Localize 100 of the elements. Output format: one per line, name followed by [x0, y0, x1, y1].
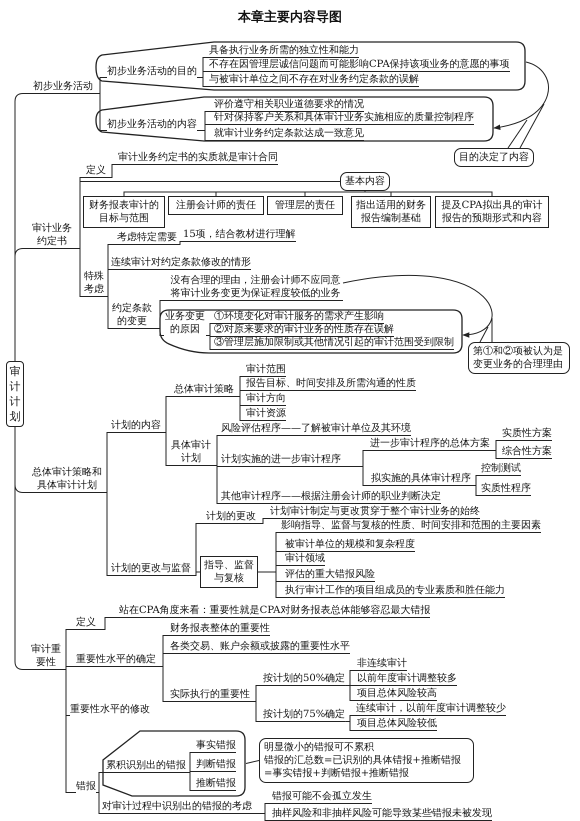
branch-label: 审计业务约定书的实质就是审计合同 [118, 151, 278, 165]
branch-label: 与被审计单位之间不存在对业务约定条款的误解 [209, 73, 419, 87]
branch-line [14, 248, 32, 362]
branch-line [490, 450, 502, 459]
branch-label: 累积识别出的错报 [106, 759, 186, 773]
branch-label: 项目总体风险较高 [357, 687, 437, 701]
branch-label: 拟实施的具体审计程序 [371, 472, 471, 486]
branch-label: 审计方向 [246, 392, 286, 406]
branch-line [258, 572, 286, 598]
branch-line [212, 465, 222, 504]
branch-label: 综合性方案 [502, 445, 552, 459]
branch-label: 就审计业务约定条款达成一致意见 [214, 127, 364, 141]
branch-label: 其他审计程序——根据注册会计师的职业判断决定 [221, 490, 441, 504]
branch-line [14, 426, 32, 670]
branch-line [190, 572, 200, 576]
branch-label: 审计范围 [246, 363, 286, 377]
branch-label: 15项，结合教材进行理解 [183, 228, 296, 242]
branch-label: 推断错报 [196, 777, 236, 791]
branch-line [234, 396, 246, 421]
branch-label: 计划的内容 [111, 419, 161, 433]
branch-label: 针对保持客户关系和具体审计业务实施相应的质量控制程序 [214, 111, 474, 125]
branch-label: 影响指导、监督与复核的性质、时间安排和范围的主要因素 [281, 519, 541, 533]
branch-label: 约定条款的变更 [110, 302, 154, 329]
branch-label: 非连续审计 [357, 657, 407, 671]
branch-line [176, 241, 184, 245]
branch-line [60, 669, 76, 793]
branch-line [252, 813, 272, 821]
callout-box: 第①和②项被认为是变更业务的合理理由 [468, 342, 570, 374]
branch-line [92, 93, 108, 131]
branch-label: 计划审计制定与更改贯穿于整个审计业务的始终 [270, 505, 480, 519]
branch-line [256, 518, 270, 524]
branch-line [160, 432, 170, 466]
branch-label: 执行审计工作的项目组成员的专业素质和胜任能力 [285, 584, 505, 598]
branch-label: 被审计单位的规模和复杂程度 [285, 538, 415, 552]
branch-label: 初步业务活动的目的 [107, 65, 197, 78]
branch-line [96, 772, 106, 793]
branch-label: 站在CPA角度来看：重要性就是CPA对财务报表总体能够容忍最大错报 [119, 604, 430, 618]
branch-label: 定义 [86, 164, 106, 178]
callout-box: 目的决定了内容 [454, 148, 534, 167]
branch-label: 计划的更改与监督 [111, 562, 191, 576]
branch-label: 具备执行业务所需的独立性和能力 [209, 44, 359, 58]
branch-line [250, 701, 264, 722]
content-box: 财务报表审计的目标与范围 [83, 196, 165, 228]
branch-line [196, 77, 210, 87]
branch-label: 初步业务活动 [33, 80, 93, 94]
curved-arrow [342, 274, 493, 337]
branch-label: 按计划的75%确定 [263, 708, 346, 722]
branch-label: 特殊考虑 [83, 270, 105, 297]
branch-line [106, 164, 118, 178]
branch-label: 抽样风险和非抽样风险可能导致某些错报未被发现 [272, 807, 492, 821]
branch-label: 重要性水平的修改 [70, 703, 150, 716]
branch-line [96, 617, 120, 630]
branch-label: ①环境变化对审计服务的需求产生影响 [214, 310, 384, 324]
branch-label: 风险评估程序——了解被审计单位及其环境 [221, 422, 411, 436]
curved-arrow [493, 62, 549, 130]
branch-line [104, 296, 110, 329]
grouping-outline [94, 96, 494, 142]
branch-label: 计划的更改 [206, 510, 256, 524]
note-text: 错报的汇总数=已识别的具体错报+推断错报=事实错报+判断错报+推断错报 [264, 754, 462, 780]
branch-label: 初步业务活动的内容 [107, 118, 197, 131]
branch-label: 错报可能不会孤立发生 [272, 790, 372, 804]
branch-label: 总体审计策略和具体审计计划 [31, 466, 103, 493]
branch-label: 具体审计计划 [170, 439, 212, 466]
branch-label: 评估的重大错报风险 [285, 568, 375, 582]
leader-line [508, 120, 528, 148]
grouping-outline [159, 309, 463, 354]
branch-label: 审计重要性 [31, 643, 61, 670]
branch-label: 实质性方案 [502, 427, 552, 441]
content-box: 指导、监督与复核 [200, 556, 258, 588]
branch-label: 评价遵守相关职业道德要求的情况 [214, 98, 364, 112]
branch-label: 判断错报 [196, 758, 236, 772]
grouping-outline [94, 41, 526, 91]
branch-label: 按计划的50%确定 [263, 672, 346, 686]
branch-label: 审计领域 [285, 552, 325, 566]
note-text: 明显微小的错报可不累积 [264, 741, 375, 754]
branch-label: 连续审计对约定条款修改的情形 [111, 256, 251, 270]
callout-box: 基本内容 [340, 172, 390, 191]
branch-label: 报告目标、时间安排及所需沟通的性质 [246, 377, 416, 391]
branch-label: 重要性水平的确定 [76, 653, 156, 667]
branch-label: 定义 [76, 616, 96, 630]
branch-label: 控制测试 [481, 462, 521, 476]
branch-label: 审计业务约定书 [31, 222, 73, 249]
branch-label: 实质性程序 [481, 482, 531, 496]
branch-line [154, 328, 164, 336]
branch-label: 以前年度审计调整较多 [357, 672, 457, 686]
content-box: 指出适用的财务报告编制基础 [351, 196, 431, 228]
branch-line [96, 792, 102, 814]
content-box: 注册会计师的责任 [168, 196, 264, 215]
branch-label: 不存在因管理层诚信问题而可能影响CPA保持该项业务的意愿的事项 [209, 58, 510, 72]
grouping-outline [102, 730, 246, 797]
branch-label: ②对原来要求的审计业务的性质存在误解 [214, 323, 394, 337]
branch-label: 各类交易、账户余额或披露的重要性水平 [170, 640, 350, 654]
title: 本章主要内容导图 [236, 8, 343, 26]
leader-line [520, 104, 544, 148]
branch-label: 审计资源 [246, 407, 286, 421]
topic-box: 审计计划 [6, 361, 24, 427]
content-box: 管理层的责任 [267, 196, 343, 215]
branch-label: 进一步审计程序的总体方案 [370, 437, 490, 451]
branch-line [344, 721, 358, 731]
branch-line [104, 269, 112, 297]
